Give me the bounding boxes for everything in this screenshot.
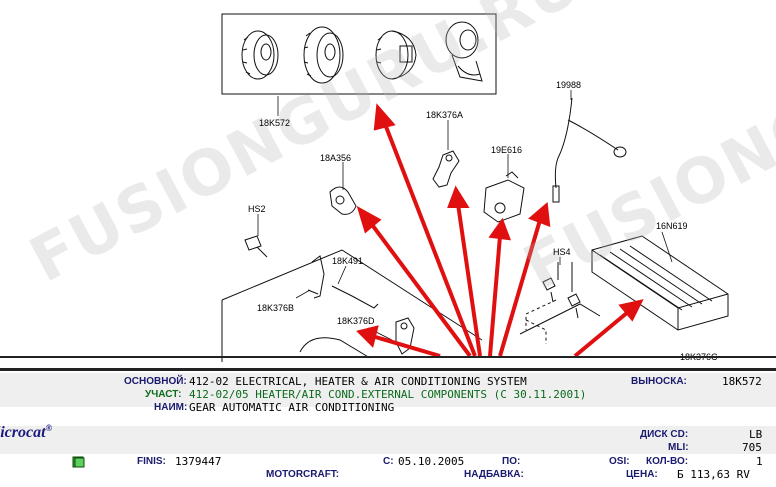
part-HS2 — [244, 235, 268, 258]
naim-value: GEAR AUTOMATIC AIR CONDITIONING — [189, 401, 395, 414]
callout-18K376B[interactable]: 18K376B — [257, 303, 295, 313]
nadbavka-label: НАДБАВКА: — [464, 469, 524, 480]
finis-label: FINIS: — [137, 456, 166, 467]
panel-stripe-2 — [0, 426, 776, 454]
callout-18K376D[interactable]: 18K376D — [337, 316, 375, 326]
mli-label: MLI: — [668, 442, 689, 453]
callout-16N619[interactable]: 16N619 — [656, 221, 688, 231]
part-19E616 — [483, 171, 525, 223]
callout-18K572[interactable]: 18K572 — [259, 118, 291, 128]
callout-18K376A[interactable]: 18K376A — [426, 110, 464, 120]
row-finis: FINIS: 1379447 С: 05.10.2005 ПО: OSI: КО… — [0, 455, 776, 469]
pointer-arrows — [356, 103, 644, 358]
s-value: 05.10.2005 — [398, 455, 465, 468]
kolvo-value: 1 — [756, 455, 763, 468]
parts-diagram: FUSIONGURU.RU FUSIONGURU.RU 18K572 18K37… — [18, 0, 776, 362]
callout-HS4[interactable]: HS4 — [553, 247, 571, 257]
part-info-panel: ОСНОВНОЙ: 412-02 ELECTRICAL, HEATER & AI… — [0, 371, 776, 487]
part-18A356 — [329, 186, 357, 215]
row-naim: НАИМ: GEAR AUTOMATIC AIR CONDITIONING — [0, 401, 776, 415]
osi-label: OSI: — [609, 456, 630, 467]
finis-value: 1379447 — [175, 455, 222, 468]
row-disk: ДИСК CD: LB — [0, 428, 776, 442]
s-label: С: — [383, 456, 394, 467]
separator-line — [0, 356, 776, 358]
gear-2 — [303, 26, 344, 84]
disk-value: LB — [749, 428, 763, 441]
callout-HS2[interactable]: HS2 — [248, 204, 266, 214]
part-18K376B — [307, 255, 325, 299]
row-osnovnoy: ОСНОВНОЙ: 412-02 ELECTRICAL, HEATER & AI… — [0, 375, 776, 389]
osnovnoy-label: ОСНОВНОЙ: — [124, 376, 187, 387]
uchast-value[interactable]: 412-02/05 HEATER/AIR COND.EXTERNAL COMPO… — [189, 388, 587, 401]
part-18K491 — [331, 285, 379, 309]
callout-19988[interactable]: 19988 — [556, 80, 582, 90]
gear-group-box — [221, 13, 497, 95]
kolvo-label: КОЛ-ВО: — [646, 456, 689, 467]
uchast-label: УЧАСТ: — [145, 389, 182, 400]
gear-1 — [241, 30, 279, 80]
part-19988 — [552, 97, 627, 203]
row-motorcraft: MOTORCRAFT: НАДБАВКА: ЦЕНА: Б 113,63 RV — [0, 468, 776, 482]
microcat-logo: Microcat® — [0, 423, 52, 442]
cena-label: ЦЕНА: — [626, 469, 658, 480]
part-16N619 — [591, 235, 729, 331]
callout-19E616[interactable]: 19E616 — [491, 145, 523, 155]
part-HS4 — [542, 262, 581, 319]
naim-label: НАИМ: — [154, 402, 188, 413]
vynoska-label: ВЫНОСКА: — [631, 376, 687, 387]
gear-3 — [375, 30, 417, 80]
po-label: ПО: — [502, 456, 521, 467]
row-mli: MLI: 705 — [0, 441, 776, 455]
motorcraft-label: MOTORCRAFT: — [266, 469, 340, 480]
mli-value: 705 — [742, 441, 762, 454]
vynoska-value: 18K572 — [722, 375, 762, 388]
row-uchast: УЧАСТ: 412-02/05 HEATER/AIR COND.EXTERNA… — [0, 388, 776, 402]
cena-value: Б 113,63 RV — [677, 468, 750, 481]
separator-line-thick — [0, 368, 776, 371]
logo-mark: ® — [45, 423, 53, 433]
gear-4 — [445, 21, 483, 82]
diagram-illustration — [221, 13, 729, 362]
callout-18K491[interactable]: 18K491 — [332, 256, 364, 266]
osnovnoy-value: 412-02 ELECTRICAL, HEATER & AIR CONDITIO… — [189, 375, 527, 388]
panel-stripe — [0, 373, 776, 407]
part-18K376A — [432, 150, 460, 188]
callout-18A356[interactable]: 18A356 — [320, 153, 352, 163]
disk-label: ДИСК CD: — [640, 429, 689, 440]
book-icon[interactable] — [72, 455, 86, 468]
logo-text: Microcat — [0, 424, 46, 442]
